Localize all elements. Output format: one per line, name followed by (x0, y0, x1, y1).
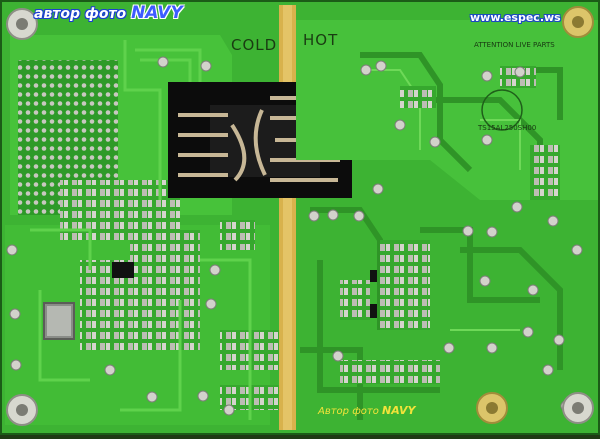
watermark-bottom: Автор фото NAVY (318, 404, 415, 417)
hot-smd-cluster-3 (530, 145, 560, 200)
hot-smd-cluster-1 (380, 240, 430, 330)
watermark-top: автор фото NAVY (34, 3, 183, 23)
part-number-label: TS15AL250SH00 (478, 124, 537, 132)
cold-label: COLD (231, 36, 278, 54)
watermark-bottom-prefix: Автор фото (318, 406, 379, 417)
watermark-top-name: NAVY (131, 3, 183, 23)
hot-smd-cluster-6 (340, 280, 370, 320)
watermark-top-prefix: автор фото (34, 6, 127, 22)
hot-upper-plane (296, 20, 598, 200)
smd-cluster-2 (130, 230, 200, 350)
ic-chip-1 (112, 262, 134, 278)
mounting-holes (6, 6, 594, 426)
attention-label: ATTENTION LIVE PARTS (474, 41, 555, 49)
hot-smd-cluster-4 (400, 86, 436, 108)
hot-label: HOT (303, 31, 339, 49)
smd-cluster-3 (220, 220, 255, 250)
mosfet-tab (47, 306, 71, 336)
component-outline (481, 89, 523, 131)
watermark-bottom-name: NAVY (382, 404, 416, 417)
through-hole-pads (6, 56, 583, 416)
site-url: www.espec.ws (470, 11, 561, 24)
hot-smd-cluster-2 (340, 360, 440, 384)
isolation-strip-highlight (283, 5, 292, 430)
